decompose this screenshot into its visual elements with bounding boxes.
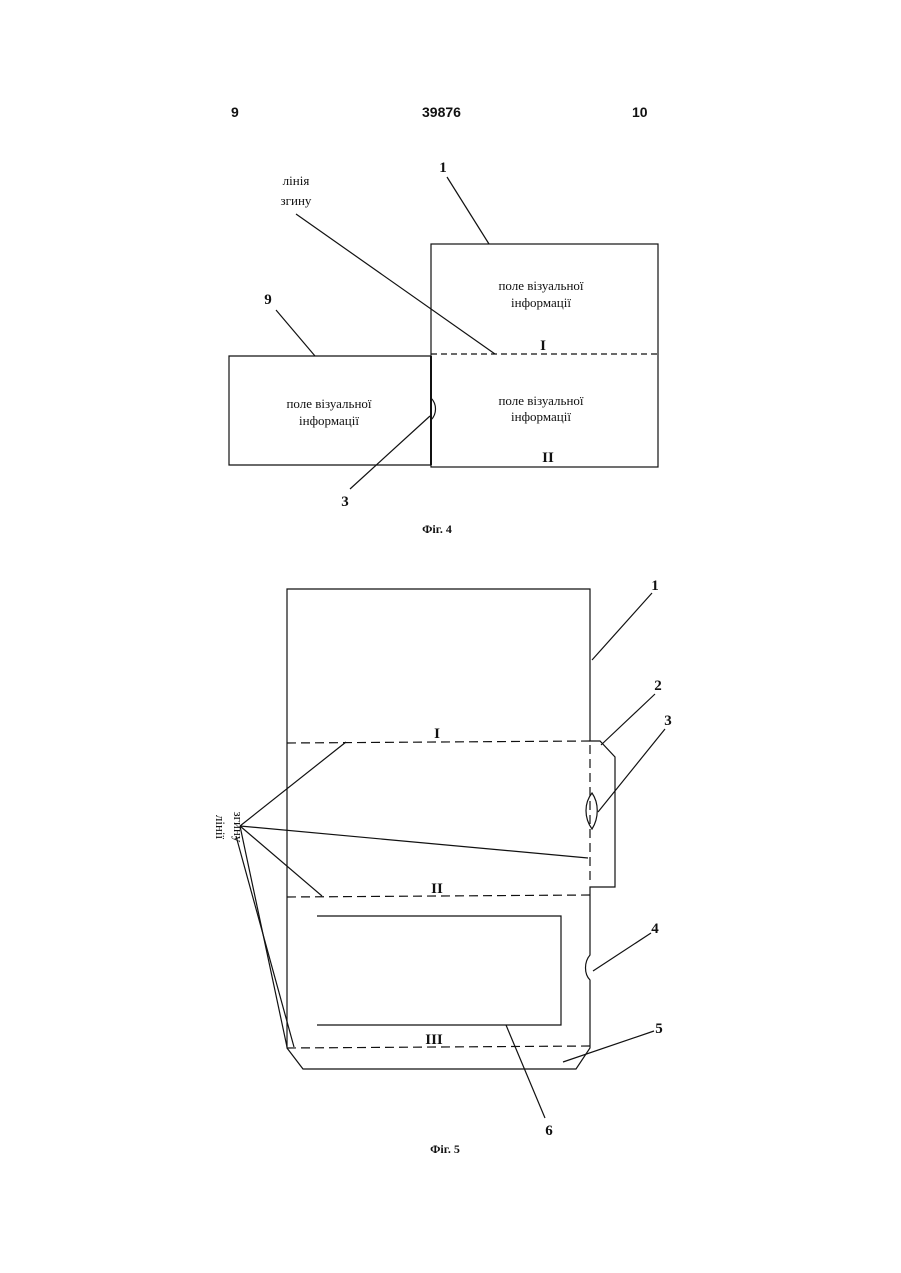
fig5-ref-3: 3 bbox=[664, 713, 672, 729]
fig5-fold-line-1 bbox=[287, 741, 590, 743]
fig5-leader-2 bbox=[601, 694, 655, 745]
fig4-flap-field-line1: поле візуальної bbox=[286, 396, 371, 411]
fig5-section-1: I bbox=[434, 726, 440, 742]
fig4-leader-3 bbox=[350, 416, 430, 489]
fig5-leader-6 bbox=[506, 1025, 545, 1118]
fig5-ref-6: 6 bbox=[545, 1123, 553, 1139]
fig5-caption: Фіг. 5 bbox=[430, 1142, 460, 1156]
fig4-ref-1: 1 bbox=[439, 160, 447, 176]
fig5-leader-4 bbox=[593, 933, 651, 971]
fig4-section-2: II bbox=[542, 450, 554, 466]
fig4-top-field-line1: поле візуальної bbox=[498, 278, 583, 293]
fig4-flap-field-line2: інформації bbox=[299, 413, 359, 428]
fig5-leader-a bbox=[240, 742, 346, 826]
fig4-bottom-field-line1: поле візуальної bbox=[498, 393, 583, 408]
fig5-fold-line-2 bbox=[287, 895, 590, 897]
figure-4-drawing: лінія згину 1 9 3 поле візуальної інформ… bbox=[0, 0, 901, 560]
fig5-fold-label-2: згину bbox=[231, 812, 246, 843]
fig4-ref-9: 9 bbox=[264, 292, 272, 308]
fig5-window-6 bbox=[317, 916, 561, 1025]
fig5-ref-2: 2 bbox=[654, 678, 662, 694]
fig5-leader-1 bbox=[592, 593, 652, 660]
fig4-fold-label-1: лінія bbox=[283, 173, 310, 188]
fig5-section-3: III bbox=[425, 1032, 443, 1048]
fig4-bottom-field-line2: інформації bbox=[511, 409, 571, 424]
fig5-ref-1: 1 bbox=[651, 578, 659, 594]
fig4-section-1: I bbox=[540, 338, 546, 354]
fig5-ref-4: 4 bbox=[651, 921, 659, 937]
fig4-caption: Фіг. 4 bbox=[422, 522, 452, 536]
fig4-top-field-line2: інформації bbox=[511, 295, 571, 310]
fig5-leader-c bbox=[240, 826, 322, 896]
fig5-ref-5: 5 bbox=[655, 1021, 663, 1037]
fig5-leader-3 bbox=[598, 729, 665, 812]
fig5-leader-e bbox=[236, 836, 294, 1047]
fig4-ref-3: 3 bbox=[341, 494, 349, 510]
fig5-fold-line-3 bbox=[287, 1046, 590, 1048]
fig5-leader-d bbox=[240, 826, 287, 1047]
fig4-fold-label-2: згину bbox=[281, 193, 312, 208]
fig5-leader-b bbox=[240, 826, 588, 858]
fig4-leader-9 bbox=[276, 310, 315, 356]
fig4-leader-1 bbox=[447, 177, 489, 244]
fig5-notch-3 bbox=[586, 793, 597, 829]
fig5-outline bbox=[287, 589, 615, 1069]
fig5-section-2: II bbox=[431, 881, 443, 897]
fig5-leader-5 bbox=[563, 1031, 654, 1062]
fig4-leader-fold bbox=[296, 214, 495, 354]
fig5-fold-label-1: лінії bbox=[213, 815, 228, 840]
